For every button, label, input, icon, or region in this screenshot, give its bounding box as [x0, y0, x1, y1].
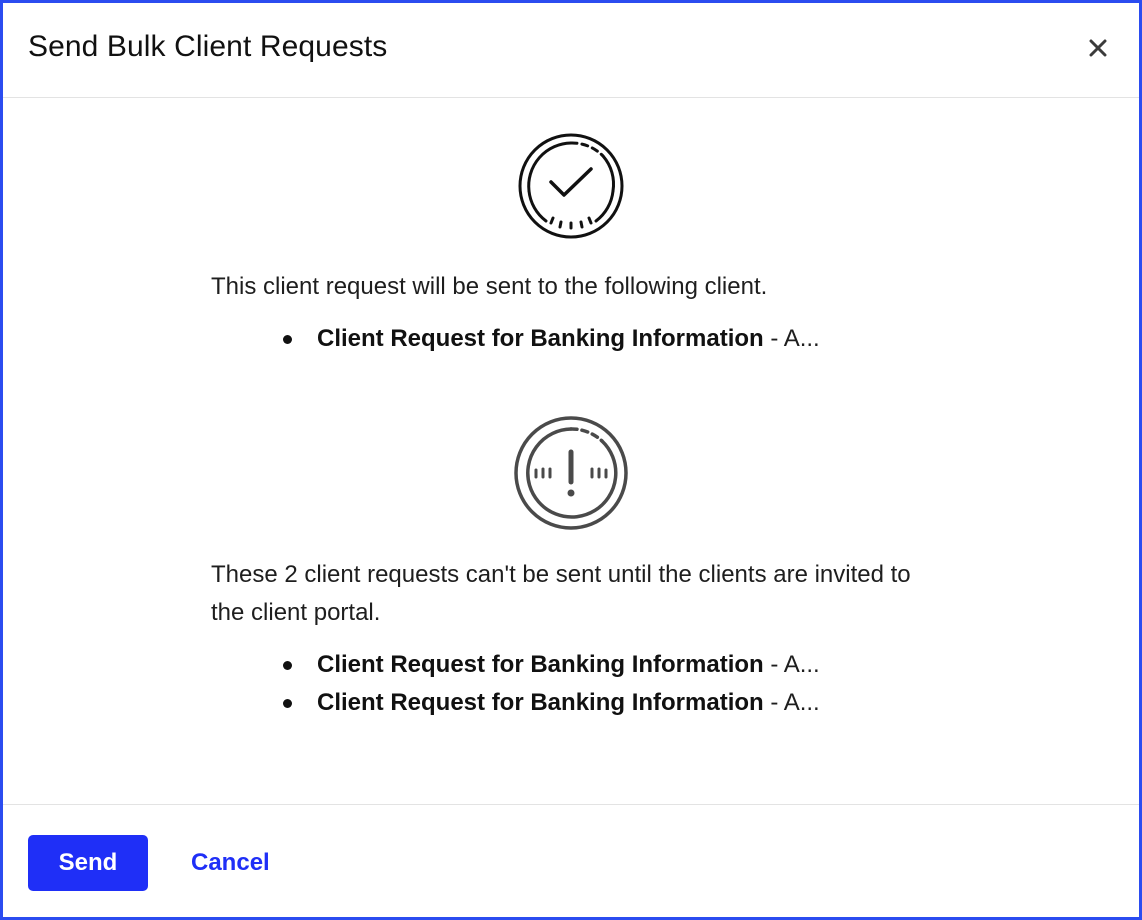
request-name: Client Request for Banking Information — [317, 325, 764, 352]
bullet — [283, 699, 292, 708]
request-suffix: - A... — [763, 651, 820, 678]
dialog-footer: Send Cancel — [3, 804, 1139, 917]
list-item: Client Request for Banking Information -… — [281, 684, 820, 722]
bullet — [283, 661, 292, 670]
check-circle-icon — [516, 131, 626, 241]
exclamation-circle-icon — [512, 414, 630, 532]
dialog-body: This client request will be sent to the … — [3, 98, 1139, 806]
close-button[interactable] — [1083, 33, 1113, 63]
cancel-button[interactable]: Cancel — [171, 835, 290, 891]
list-item: Client Request for Banking Information -… — [281, 646, 820, 684]
warning-request-list: Client Request for Banking Information -… — [281, 646, 820, 722]
success-request-list: Client Request for Banking Information -… — [281, 320, 820, 358]
dialog-title: Send Bulk Client Requests — [28, 30, 388, 63]
warning-message: These 2 client requests can't be sent un… — [211, 561, 911, 626]
success-message: This client request will be sent to the … — [211, 273, 768, 300]
close-icon — [1089, 39, 1107, 57]
dialog-header: Send Bulk Client Requests — [3, 3, 1139, 98]
request-suffix: - A... — [763, 689, 820, 716]
request-name: Client Request for Banking Information — [317, 651, 764, 678]
list-item: Client Request for Banking Information -… — [281, 320, 820, 358]
send-button[interactable]: Send — [28, 835, 148, 891]
bullet — [283, 335, 292, 344]
request-name: Client Request for Banking Information — [317, 689, 764, 716]
request-suffix: - A... — [763, 325, 820, 352]
